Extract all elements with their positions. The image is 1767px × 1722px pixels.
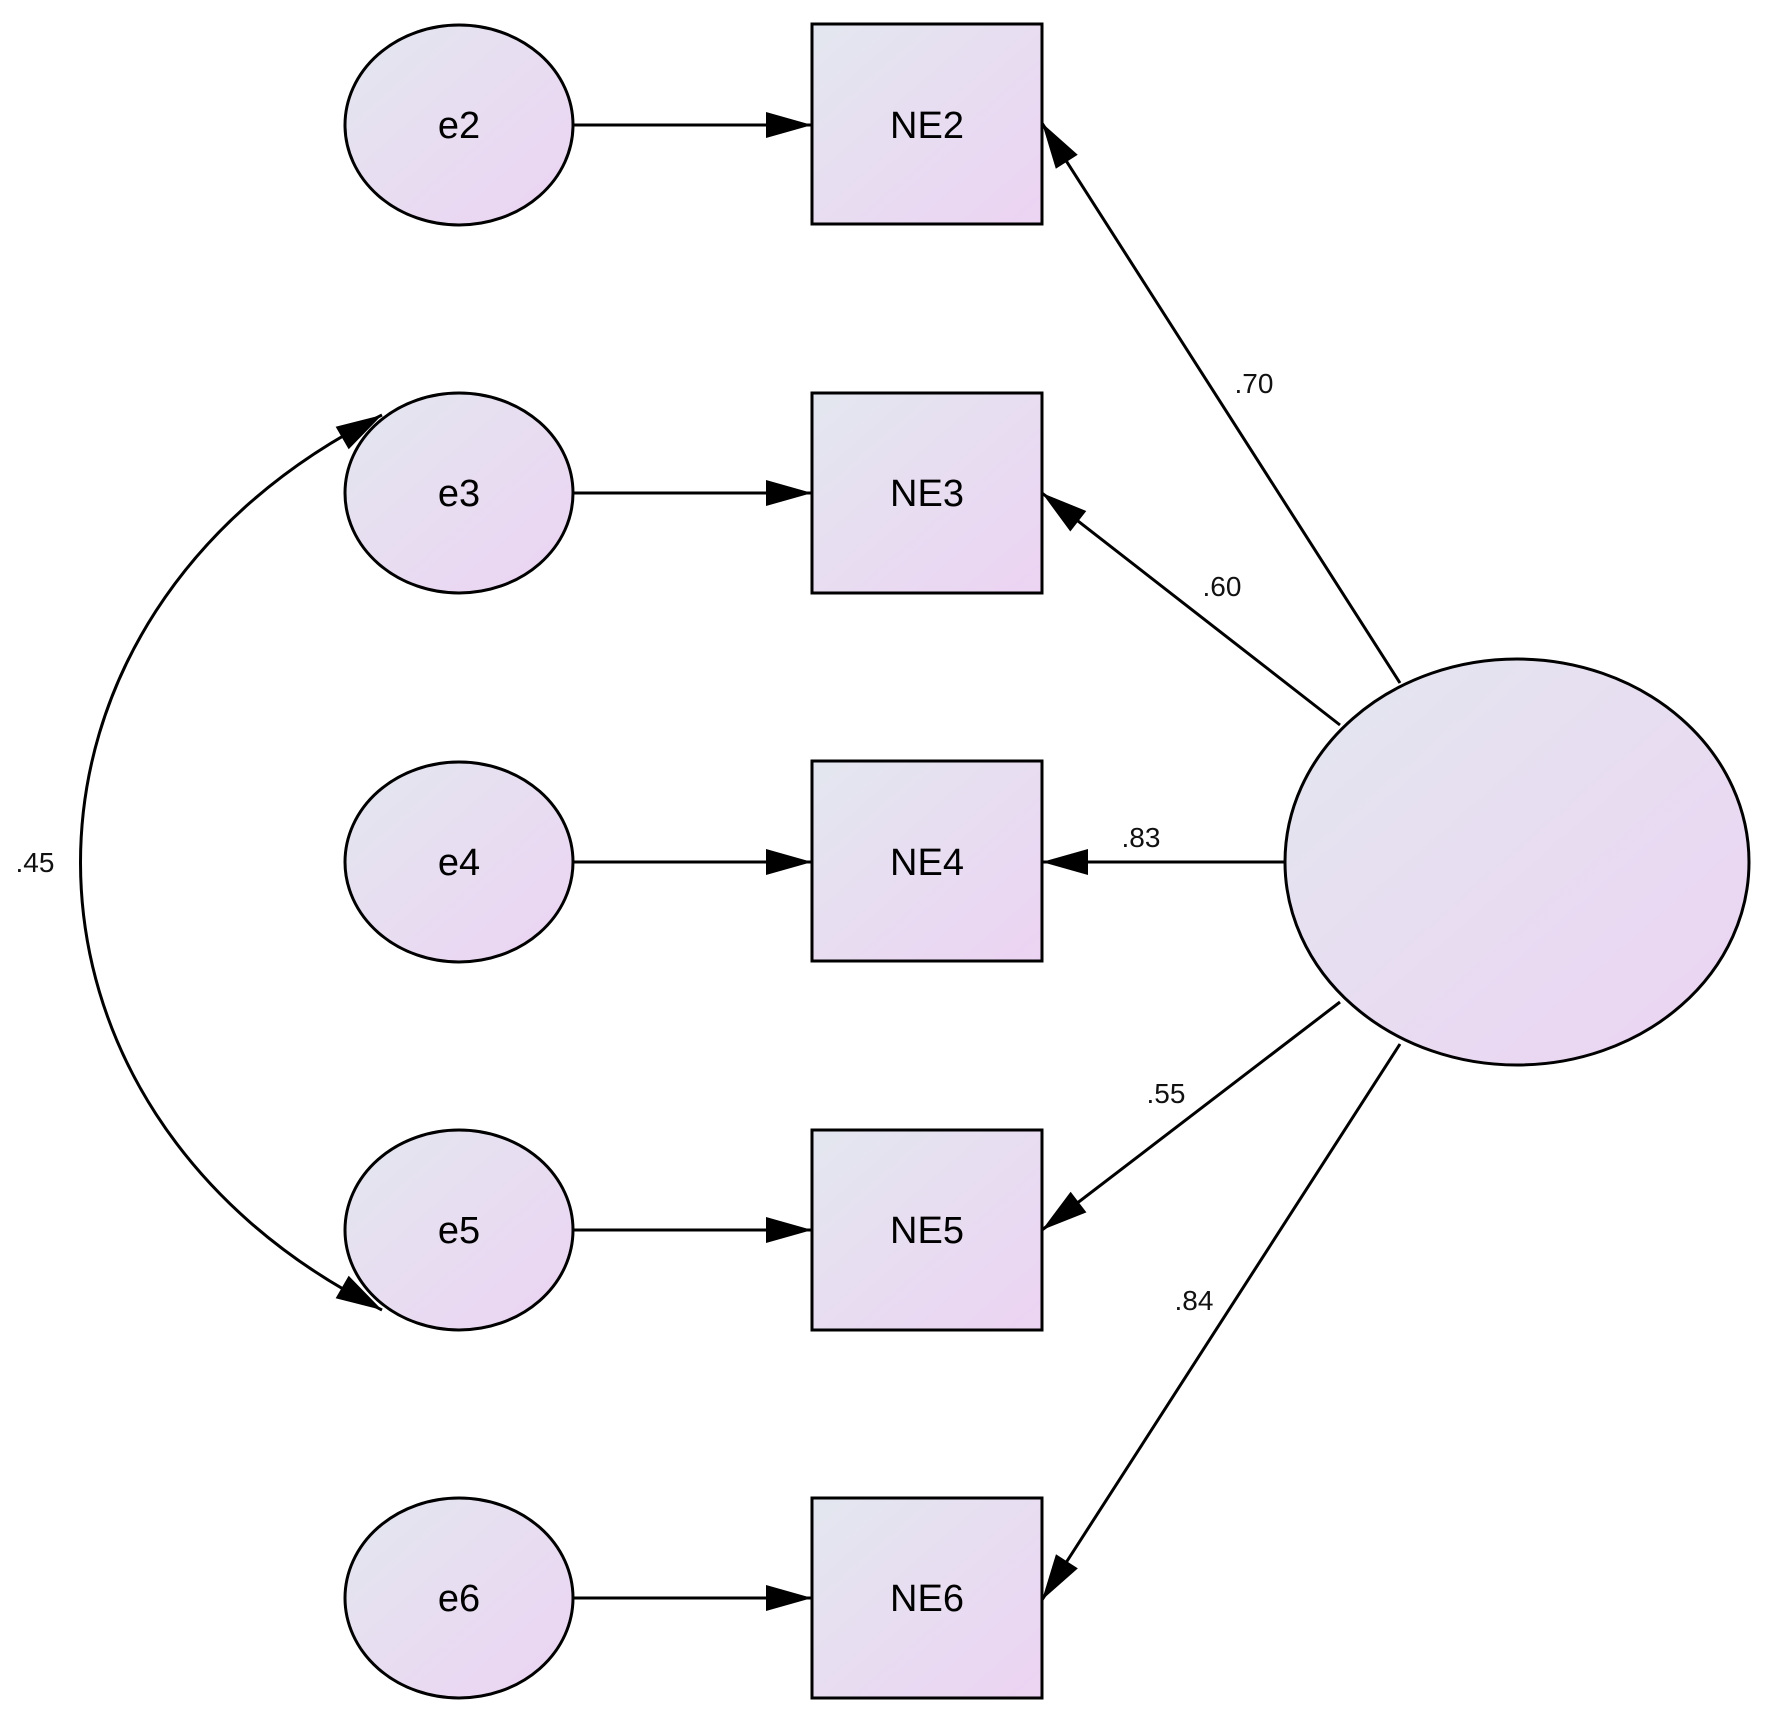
indicator-NE5[interactable]: NE5 bbox=[810, 1128, 1044, 1332]
loading-path-NE5 bbox=[1041, 1000, 1341, 1232]
indicator-label: NE2 bbox=[890, 105, 964, 147]
error-term-label: e6 bbox=[438, 1578, 480, 1620]
loading-path-NE3 bbox=[1041, 491, 1341, 727]
arrowhead-NE6-error bbox=[766, 1585, 812, 1611]
arrowhead-NE2-loading bbox=[1042, 123, 1078, 169]
indicator-label: NE4 bbox=[890, 842, 964, 884]
arrowhead-NE3-loading bbox=[1042, 493, 1087, 532]
error-term-label: e4 bbox=[438, 842, 480, 884]
loading-label-NE5: .55 bbox=[1147, 1078, 1186, 1109]
loading-label-NE6: .84 bbox=[1175, 1285, 1214, 1316]
latent-factor[interactable] bbox=[1283, 657, 1751, 1067]
error-term-e2[interactable]: e2 bbox=[343, 23, 575, 227]
edges-layer bbox=[79, 122, 1402, 1601]
arrowheads-layer bbox=[335, 112, 1088, 1611]
indicator-label: NE6 bbox=[890, 1578, 964, 1620]
error-term-e3[interactable]: e3 bbox=[343, 391, 575, 595]
arrowhead-covariance-e3 bbox=[335, 415, 382, 450]
arrowhead-NE3-error bbox=[766, 480, 812, 506]
indicator-NE3[interactable]: NE3 bbox=[810, 391, 1044, 595]
loading-label-NE2: .70 bbox=[1235, 368, 1274, 399]
loading-path-NE6 bbox=[1040, 1043, 1402, 1601]
covariance-label-e3-e5: .45 bbox=[16, 847, 55, 878]
arrowhead-NE5-error bbox=[766, 1217, 812, 1243]
covariance-arc-e3-e5 bbox=[79, 413, 383, 1312]
error-term-label: e2 bbox=[438, 105, 480, 147]
loading-label-NE4: .83 bbox=[1122, 822, 1161, 853]
indicator-label: NE3 bbox=[890, 473, 964, 515]
loading-label-NE3: .60 bbox=[1203, 571, 1242, 602]
loading-path-NE2 bbox=[1040, 122, 1402, 684]
indicator-NE4[interactable]: NE4 bbox=[810, 759, 1044, 963]
error-term-label: e3 bbox=[438, 473, 480, 515]
error-term-e6[interactable]: e6 bbox=[343, 1496, 575, 1700]
arrowhead-NE4-error bbox=[766, 849, 812, 875]
error-term-e4[interactable]: e4 bbox=[343, 760, 575, 964]
error-term-label: e5 bbox=[438, 1210, 480, 1252]
arrowhead-NE4-loading bbox=[1042, 849, 1088, 875]
arrowhead-NE6-loading bbox=[1042, 1554, 1078, 1600]
indicator-NE2[interactable]: NE2 bbox=[810, 22, 1044, 226]
arrowhead-covariance-e5 bbox=[335, 1275, 382, 1310]
error-term-e5[interactable]: e5 bbox=[343, 1128, 575, 1332]
arrowhead-NE5-loading bbox=[1042, 1191, 1087, 1230]
arrowhead-NE2-error bbox=[766, 112, 812, 138]
indicator-NE6[interactable]: NE6 bbox=[810, 1496, 1044, 1700]
indicator-label: NE5 bbox=[890, 1210, 964, 1252]
